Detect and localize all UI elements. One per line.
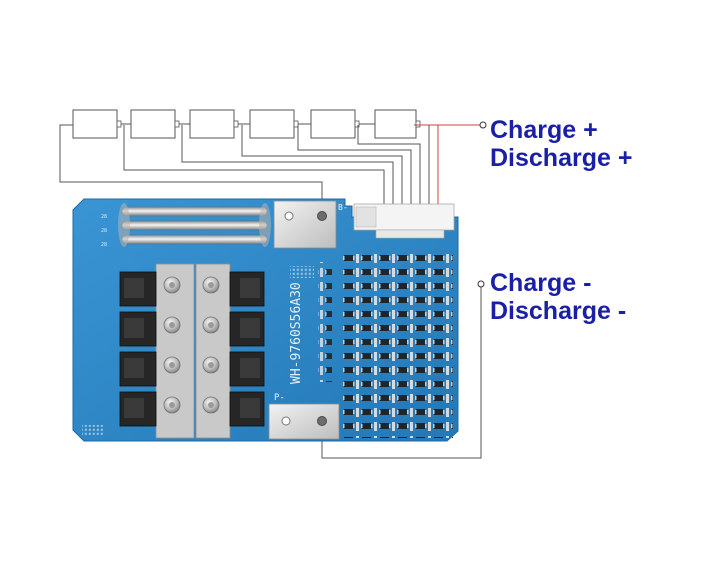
- screw-head-icon: [169, 322, 175, 328]
- pad-p-minus: P-: [268, 393, 340, 440]
- battery-cell: [249, 109, 295, 139]
- screw-head-icon: [208, 282, 214, 288]
- cell-terminal-icon: [233, 120, 239, 128]
- wire-tap-2: [181, 125, 394, 230]
- wire-tap-5: [357, 125, 421, 230]
- mosfet-die: [124, 398, 144, 418]
- balance-circuit-left-column: [318, 262, 332, 382]
- charge-plus-label: Charge +: [490, 116, 598, 144]
- pcb-test-pads: [290, 266, 314, 278]
- terminal-negative-icon: [477, 280, 485, 288]
- pcb-test-pads: [82, 425, 104, 435]
- pcb-silkscreen-mark: 28: [101, 228, 107, 234]
- mosfet-die: [124, 278, 144, 298]
- pcb-silkscreen-mark: 28: [101, 242, 107, 248]
- mosfet-die: [124, 318, 144, 338]
- screw-head-icon: [208, 362, 214, 368]
- cell-terminal-icon: [415, 120, 421, 128]
- screw-head-icon: [208, 402, 214, 408]
- balance-circuit-area: [343, 252, 453, 438]
- mosfet-die: [240, 398, 260, 418]
- wire-tap-4: [297, 125, 412, 230]
- balance-connector: [353, 203, 455, 239]
- screw-head-icon: [169, 282, 175, 288]
- pcb-silkscreen-mark: 28: [101, 214, 107, 220]
- charge-minus-label: Charge -: [490, 269, 592, 297]
- battery-cell: [374, 109, 417, 139]
- pad-b-label: B-: [338, 203, 348, 212]
- discharge-minus-label: Discharge -: [490, 297, 627, 325]
- mosfet-die: [124, 358, 144, 378]
- pad-b-minus: B-: [273, 200, 348, 249]
- mosfet-bank: [119, 263, 265, 439]
- battery-cell: [310, 109, 356, 139]
- wire-b-minus: [59, 124, 323, 217]
- mosfet-die: [240, 278, 260, 298]
- cell-string: [72, 109, 421, 139]
- cell-terminal-icon: [116, 120, 122, 128]
- wire-tap-3: [241, 125, 403, 230]
- mosfet-die: [240, 318, 260, 338]
- cell-terminal-icon: [293, 120, 299, 128]
- cell-terminal-icon: [174, 120, 180, 128]
- pad-p-label: P-: [274, 393, 285, 403]
- discharge-plus-label: Discharge +: [490, 144, 633, 172]
- terminal-positive-icon: [479, 121, 487, 129]
- wire-tap-1: [123, 125, 385, 230]
- battery-cell: [189, 109, 235, 139]
- shunt-resistors: [118, 203, 271, 247]
- battery-cell: [72, 109, 118, 139]
- screw-head-icon: [169, 402, 175, 408]
- battery-cell: [130, 109, 176, 139]
- screw-head-icon: [208, 322, 214, 328]
- mosfet-die: [240, 358, 260, 378]
- bms-pcb: 28 28 28 B- WH-9760: [72, 198, 459, 442]
- board-model-code: WH-9760S56A30: [289, 282, 304, 384]
- screw-head-icon: [169, 362, 175, 368]
